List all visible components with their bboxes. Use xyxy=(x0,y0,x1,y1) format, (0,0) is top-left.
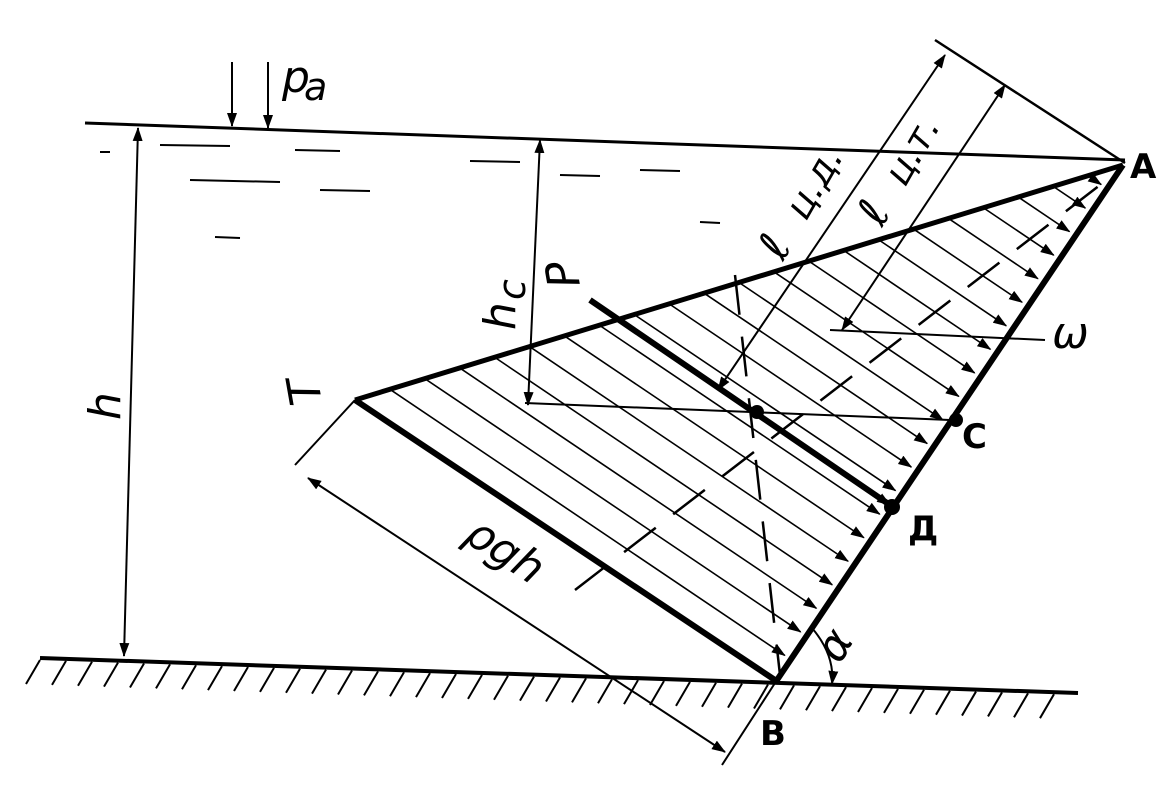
ground-hatch-line xyxy=(649,680,665,706)
hatch-arrow-line xyxy=(913,228,1023,303)
ground-hatch-line xyxy=(935,690,951,716)
label-hc: h xyxy=(475,302,526,330)
ground-hatch-line xyxy=(363,670,379,696)
ground-hatch-line xyxy=(155,663,171,689)
ground-hatch-line xyxy=(51,660,67,686)
label-hc-sub: c xyxy=(490,279,534,300)
ground-hatching xyxy=(25,659,1055,719)
ground-hatch-line xyxy=(25,659,41,685)
l-extension-top xyxy=(934,38,1126,165)
label-B: B xyxy=(760,714,786,754)
ground-hatch-line xyxy=(831,686,847,712)
ground-hatch-line xyxy=(987,691,1003,717)
ground-hatch-line xyxy=(571,677,587,703)
label-l-cd: ℓ xyxy=(748,226,802,268)
ground-hatch-line xyxy=(519,676,535,702)
label-pa-sub: a xyxy=(304,65,327,109)
hatch-arrow-line xyxy=(738,281,944,421)
ground-hatch-line xyxy=(77,661,93,687)
hatch-arrow-line xyxy=(389,388,786,657)
ground-hatch-line xyxy=(493,675,509,701)
point-C xyxy=(949,413,963,427)
hatch-arrow-line xyxy=(424,377,802,633)
label-l-ct-sub: ц.т. xyxy=(875,108,949,193)
triangle-top-side xyxy=(354,162,1124,403)
hatch-arrow-line xyxy=(878,239,1008,327)
ground-hatch-line xyxy=(675,681,691,707)
ground-hatch-line xyxy=(597,678,613,704)
rgh-dimension-line xyxy=(307,477,726,753)
center-of-pressure-point xyxy=(750,405,764,419)
label-pa: p xyxy=(281,52,310,103)
hatch-arrow-line xyxy=(703,292,929,445)
ground-hatch-line xyxy=(415,672,431,698)
dashed-diagonal-1 xyxy=(574,184,1101,591)
ground-hatch-line xyxy=(389,671,405,697)
ground-hatch-line xyxy=(623,679,639,705)
h-dimension-line xyxy=(119,127,143,657)
ground-hatch-line xyxy=(337,670,353,696)
label-P: P xyxy=(536,257,591,292)
triangle-base-side xyxy=(353,397,777,683)
ground-hatch-line xyxy=(883,688,899,714)
ground-hatch-line xyxy=(1013,692,1029,718)
water-ripples xyxy=(100,144,721,239)
ground-line xyxy=(39,656,1079,695)
ground-hatch-line xyxy=(1039,693,1055,719)
water-surface-line xyxy=(84,121,1126,162)
label-C: C xyxy=(962,417,987,457)
ground-hatch-line xyxy=(285,668,301,694)
label-l-cd-sub: ц.д. xyxy=(776,138,852,226)
ground-hatch-line xyxy=(727,683,743,709)
ground-hatch-line xyxy=(311,669,327,695)
point-D xyxy=(884,499,900,515)
hc-dimension-line xyxy=(523,139,545,406)
ground-hatch-line xyxy=(181,664,197,690)
ground-hatch-line xyxy=(753,684,769,710)
ground-hatch-line xyxy=(233,666,249,692)
label-D: Д xyxy=(908,509,938,549)
ground-hatch-line xyxy=(909,689,925,715)
hatch-arrow-line xyxy=(668,303,913,468)
ground-hatch-line xyxy=(961,691,977,717)
ground-hatch-line xyxy=(857,687,873,713)
label-T: T xyxy=(277,371,332,409)
ground-hatch-line xyxy=(129,663,145,689)
label-A: A xyxy=(1130,147,1157,187)
hatch-arrow-line xyxy=(808,260,976,374)
hatch-arrow-line xyxy=(948,217,1039,280)
ground-hatch-line xyxy=(207,665,223,691)
inclined-wall xyxy=(772,163,1126,685)
ground-hatch-line xyxy=(779,684,795,710)
ground-hatch-line xyxy=(259,667,275,693)
ground-hatch-line xyxy=(103,662,119,688)
hatch-arrow-line xyxy=(529,345,849,562)
alpha-angle-arc xyxy=(811,627,839,685)
l-ct-dimension xyxy=(841,84,1006,331)
label-h: h xyxy=(80,392,131,420)
ground-hatch-line xyxy=(545,677,561,703)
hatch-arrow-line xyxy=(598,324,881,515)
dashed-diagonal-2 xyxy=(733,274,782,676)
hatch-arrow-line xyxy=(564,335,865,539)
ground-hatch-line xyxy=(805,685,821,711)
ground-hatch-line xyxy=(467,674,483,700)
pressure-diagram-hatching xyxy=(389,173,1103,657)
resultant-force-P xyxy=(588,297,892,508)
hatch-arrow-line xyxy=(1052,185,1087,209)
label-l-ct: ℓ xyxy=(847,192,901,234)
hatch-arrow-line xyxy=(494,356,834,586)
l-cd-dimension xyxy=(717,54,946,391)
rgh-extension xyxy=(294,399,356,466)
label-omega: ω xyxy=(1052,308,1089,359)
rgh-extension-2 xyxy=(721,682,776,766)
centroid-horizontal xyxy=(524,402,951,421)
ground-hatch-line xyxy=(701,682,717,708)
ground-hatch-line xyxy=(441,673,457,699)
hatch-arrow-line xyxy=(633,313,897,492)
hatch-arrow-line xyxy=(1017,196,1071,233)
